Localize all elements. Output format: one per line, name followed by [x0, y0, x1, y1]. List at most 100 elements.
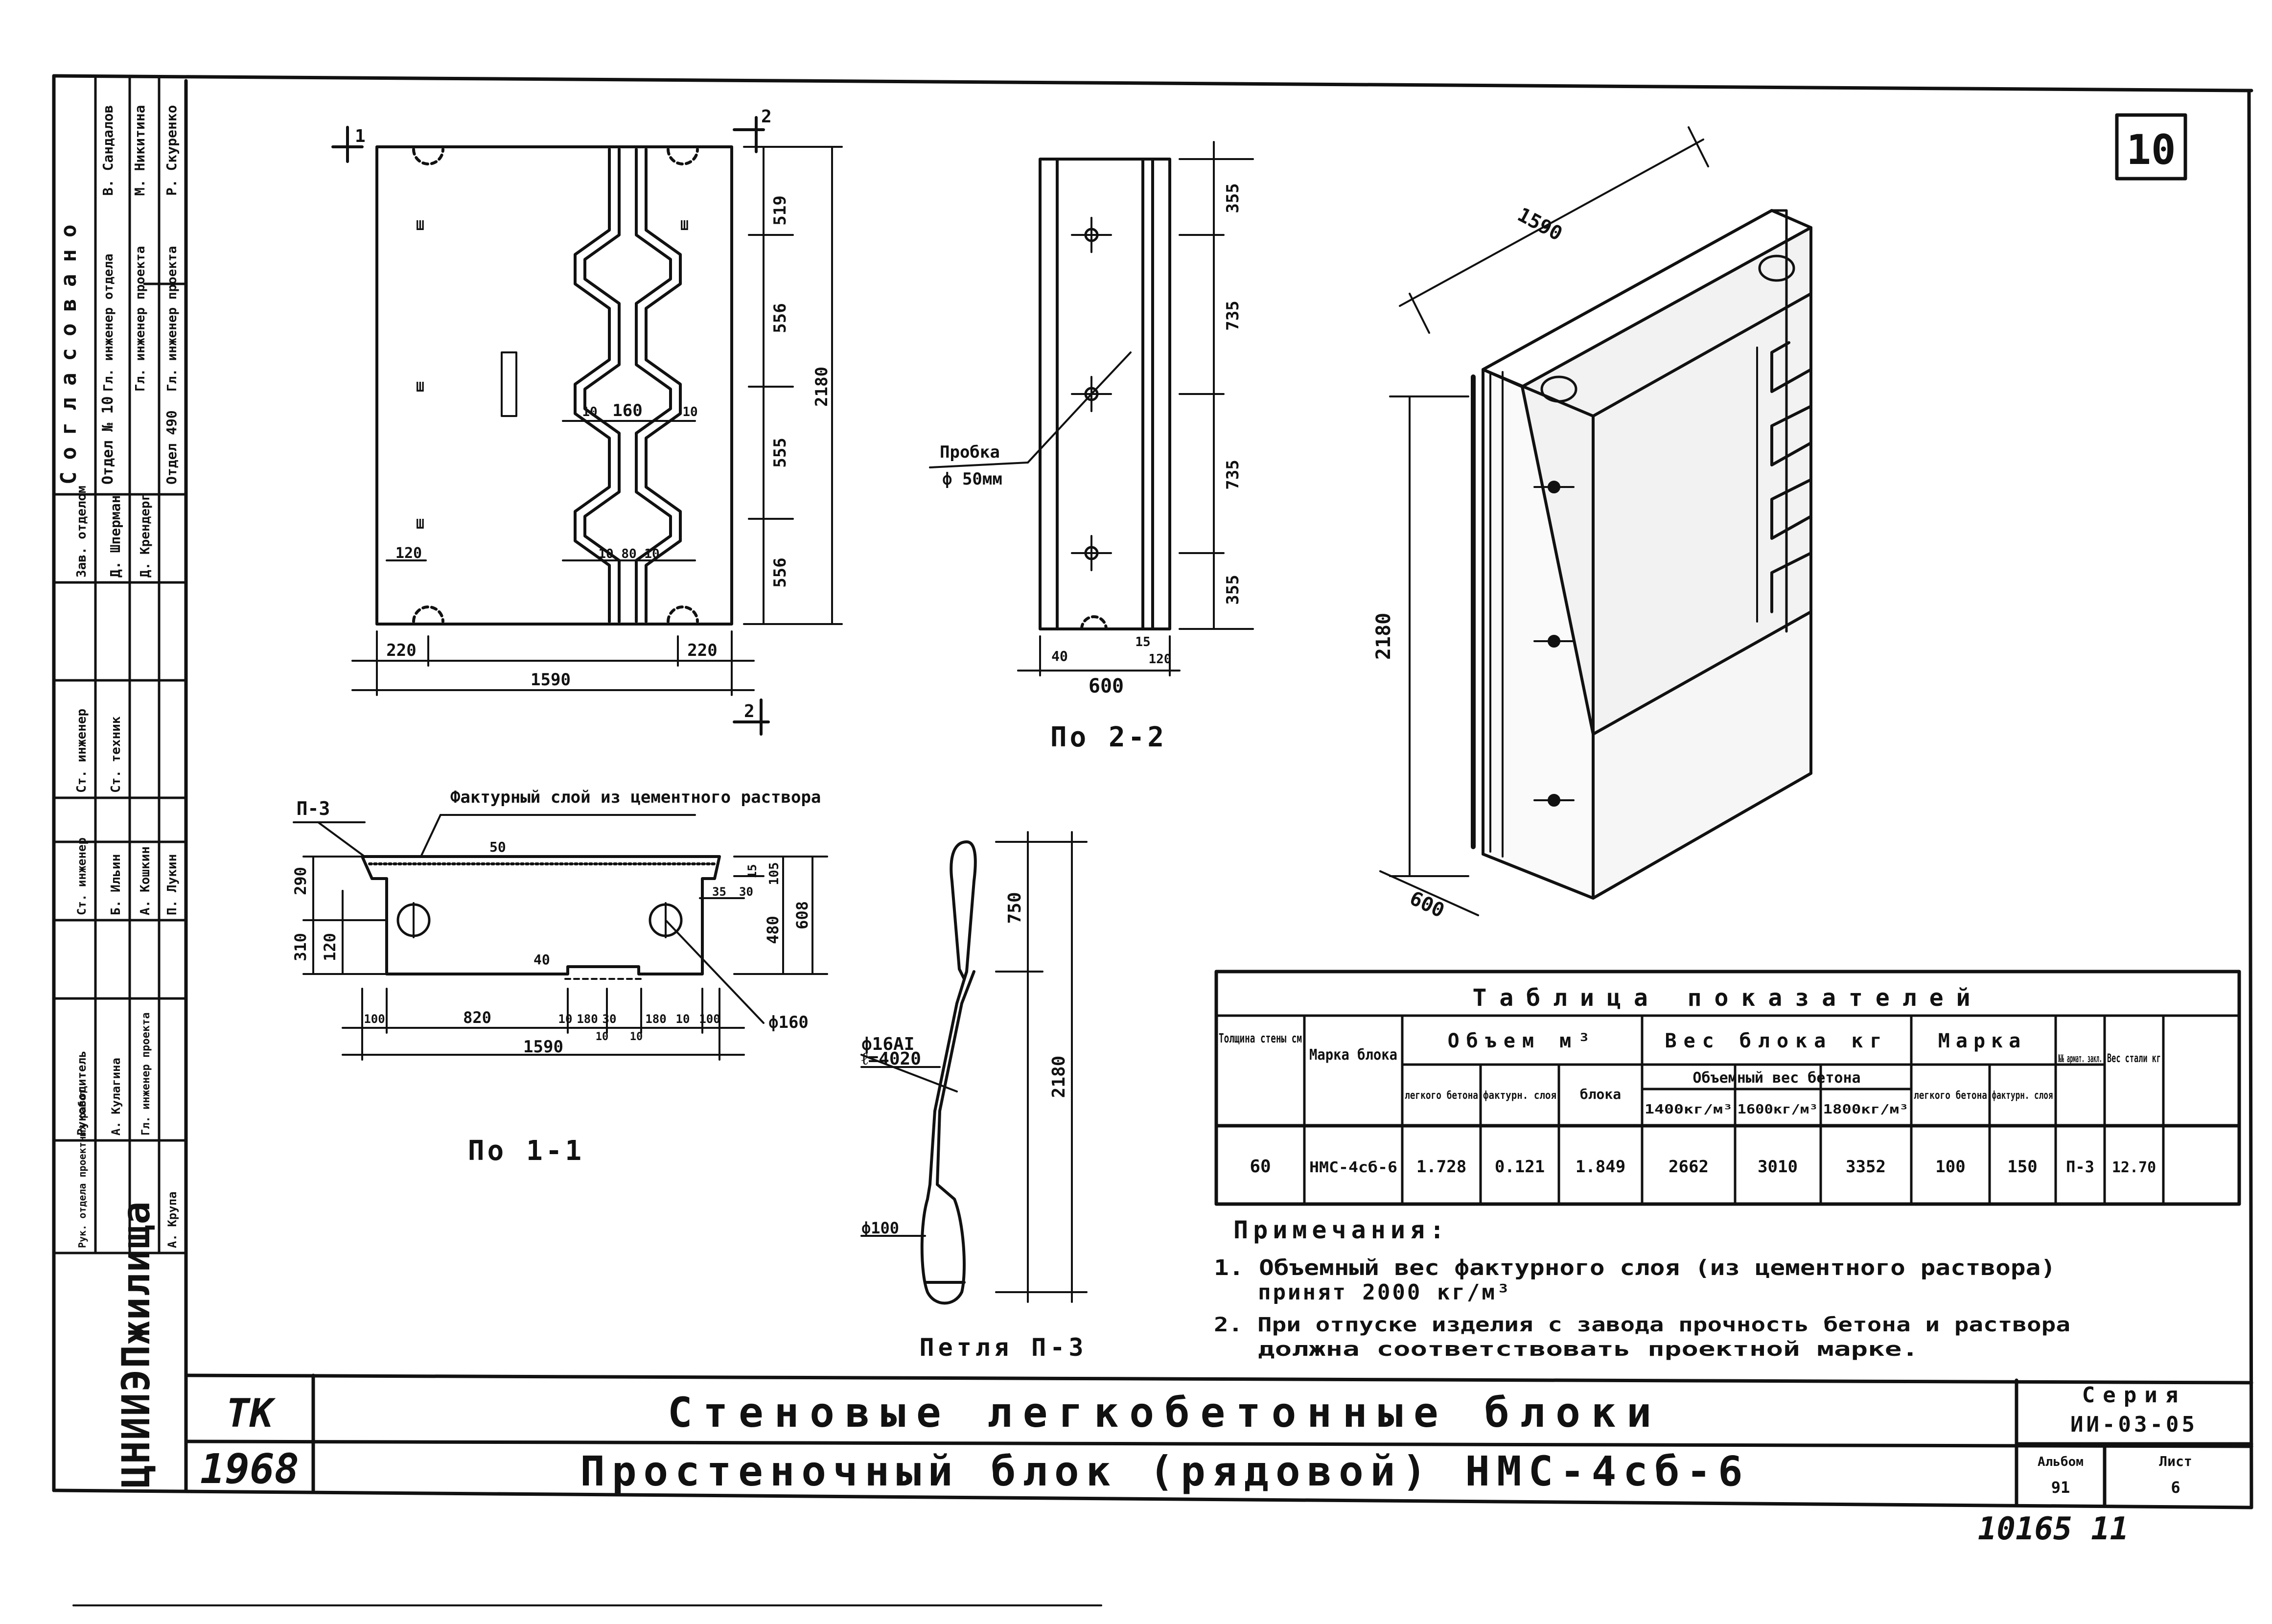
staff-name-3: Ст. техник [109, 716, 123, 793]
notes-header: Примечания: [1233, 1216, 1449, 1244]
approval-name-1: В. Сандалов [100, 105, 116, 196]
note-2b: должна соответствовать проектной марке. [1258, 1338, 1919, 1361]
sub-light: легкого бетона [1405, 1090, 1478, 1102]
section-dim-40: 40 [533, 951, 550, 968]
section-dim-b100b: 100 [699, 1012, 720, 1026]
sub-grade-facing: фактурн. слоя [1992, 1090, 2053, 1102]
staff-role-7: Руководитель [75, 1051, 89, 1136]
section-dim-dia: ф160 [768, 1013, 809, 1032]
series-label: Серия [2082, 1383, 2186, 1408]
col-anchor: №№ армат. закл. [2058, 1053, 2102, 1065]
cross-section [293, 814, 828, 1061]
side-dim-40: 40 [1051, 648, 1068, 664]
title-sub: Простеночный блок (рядовой) НМС-4сб-6 [580, 1447, 1749, 1495]
side-view-texts: По 2-2 Пробка ф 50мм 355 735 735 355 600… [940, 183, 1243, 753]
iso-dim-600: 600 [1406, 887, 1448, 922]
staff-role-0: Зав. отделом [74, 486, 89, 578]
dim-160: 160 [612, 401, 642, 420]
front-elevation [331, 116, 843, 736]
grp-grade: Марка [1938, 1030, 2026, 1052]
org-vertical: ЦНИИЭПжилища [115, 1200, 159, 1488]
iso-dim-2180: 2180 [1372, 613, 1395, 660]
cell-thickness: 60 [1250, 1157, 1271, 1177]
plug-label: Пробка [940, 442, 1000, 462]
side-dim-600: 600 [1089, 675, 1124, 697]
cell-steel: 12.70 [2112, 1159, 2156, 1176]
cell-vol-block: 1.849 [1576, 1157, 1625, 1177]
indicator-table-grid [1214, 970, 2241, 1206]
sheet-year: 1968 [200, 1445, 299, 1493]
dim-519: 519 [770, 195, 790, 225]
approval-name-2: М. Никитина [132, 105, 148, 196]
section-dim-b820: 820 [463, 1008, 491, 1027]
indicator-table: Таблица показателей Толщина стены см Мар… [1219, 984, 2161, 1177]
staff-role-4: Ст. инженер [75, 837, 89, 915]
dim-555: 555 [770, 438, 790, 467]
approval-role-2: Гл. инженер проекта [133, 246, 148, 392]
cell-vol-facing: 0.121 [1495, 1157, 1545, 1177]
section-dim-50: 50 [489, 839, 506, 855]
col-thickness: Толщина стены см [1219, 1031, 1302, 1046]
staff-role-2: Ст. инженер [74, 709, 89, 793]
dim-10b: 10 [682, 405, 697, 419]
dim-220-left: 220 [386, 641, 416, 660]
cell-grade-light: 100 [1935, 1157, 1965, 1177]
approval-dept-3: Отдел 490 [163, 410, 180, 485]
section-dim-small-2: 10 [630, 1031, 643, 1043]
lifting-loop [860, 831, 1088, 1305]
sub-block: блока [1580, 1086, 1621, 1102]
section-loop-label: П-3 [297, 798, 330, 819]
inventory-number: 10165 11 [1978, 1511, 2129, 1547]
loop-dim-dia: ф100 [861, 1219, 899, 1237]
side-dim-735a: 735 [1223, 301, 1243, 330]
title-texts: 10 ТК 1968 Стеновые легкобетонные блоки … [200, 126, 2198, 1547]
side-view [929, 141, 1254, 676]
album-label: Альбом [2038, 1455, 2084, 1469]
dim-220-right: 220 [687, 641, 717, 660]
sub-1800: 1800кг/м³ [1823, 1102, 1909, 1117]
side-dim-735b: 735 [1223, 460, 1243, 489]
cell-w1800: 3352 [1846, 1157, 1886, 1177]
loop-caption: Петля П-3 [920, 1333, 1088, 1362]
series-value: ИИ-03-05 [2070, 1412, 2198, 1437]
dim-10a: 10 [582, 405, 597, 419]
staff-name-5: А. Кошкин [138, 846, 153, 915]
isometric-view [1379, 126, 1812, 916]
side-dim-120: 120 [1149, 652, 1172, 667]
staff-role-9: Рук. отдела проектных работ [76, 1089, 88, 1248]
elevation-dims: 519 556 555 556 2180 1590 220 220 160 10… [355, 107, 832, 721]
side-caption: По 2-2 [1050, 721, 1167, 753]
sheet-number-box [2115, 113, 2187, 181]
staff-name-7: А. Кулагина [109, 1058, 123, 1136]
dim-2180: 2180 [812, 367, 832, 407]
cell-anchor: П-3 [2066, 1158, 2094, 1176]
dim-1590: 1590 [531, 670, 571, 690]
section-dim-b10a: 10 [558, 1012, 573, 1026]
section-dim-105: 105 [767, 862, 782, 885]
section-dim-310: 310 [291, 933, 310, 961]
table-title: Таблица показателей [1472, 984, 1983, 1012]
loop-bar: ф16АI [861, 1034, 914, 1054]
section-marker-2a: 2 [761, 107, 772, 127]
section-dim-total: 1590 [523, 1037, 563, 1057]
list-label: Лист [2159, 1453, 2192, 1469]
approval-role-1: Гл. инженер отдела [101, 254, 116, 392]
anchor-mark-4: Ш [416, 516, 424, 532]
staff-role-8: Гл. инженер проекта [140, 1012, 152, 1136]
staff-name-1: Д. Крендерг [138, 493, 153, 578]
section-dim-30: 30 [739, 885, 753, 899]
title-main: Стеновые легкобетонные блоки [668, 1389, 1662, 1437]
anchor-mark-2: Ш [416, 379, 424, 395]
sheet-frame [52, 74, 2253, 1606]
grp-density: Объемный вес бетона [1692, 1069, 1860, 1087]
dim-556a: 556 [770, 303, 790, 333]
staff-name-0: Д. Шперман [107, 495, 123, 578]
side-dim-355a: 355 [1223, 183, 1243, 213]
approval-dept-1: Отдел № 10 [99, 396, 116, 485]
note-1: 1. Объемный вес фактурного слоя (из цеме… [1214, 1255, 2056, 1280]
approval-name-3: Р. Скуренко [163, 105, 180, 196]
title-block [184, 1373, 2253, 1507]
section-marker-1: 1 [355, 126, 366, 146]
cell-mark: НМС-4сб-6 [1309, 1159, 1397, 1176]
